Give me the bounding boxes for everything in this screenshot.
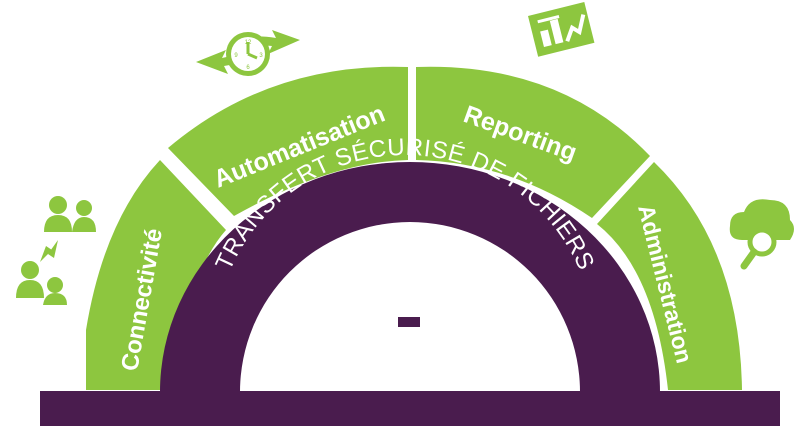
clock-cycle-icon: 12 6 9 3 [196,30,300,76]
segment-administration [597,162,742,390]
segment-automatisation [168,66,408,216]
green-arc-segments [86,66,742,390]
segment-connectivite [86,160,226,390]
svg-text:12: 12 [245,40,252,46]
segment-reporting [416,66,650,219]
purple-ring [160,162,660,392]
base-bar [40,391,780,426]
folder-lock-icon [363,284,429,338]
svg-text:9: 9 [234,53,238,59]
people-exchange-icon [16,196,96,305]
cloud-search-icon [729,199,794,270]
svg-text:6: 6 [246,65,250,71]
svg-text:3: 3 [259,53,263,59]
report-chart-icon [528,1,595,57]
